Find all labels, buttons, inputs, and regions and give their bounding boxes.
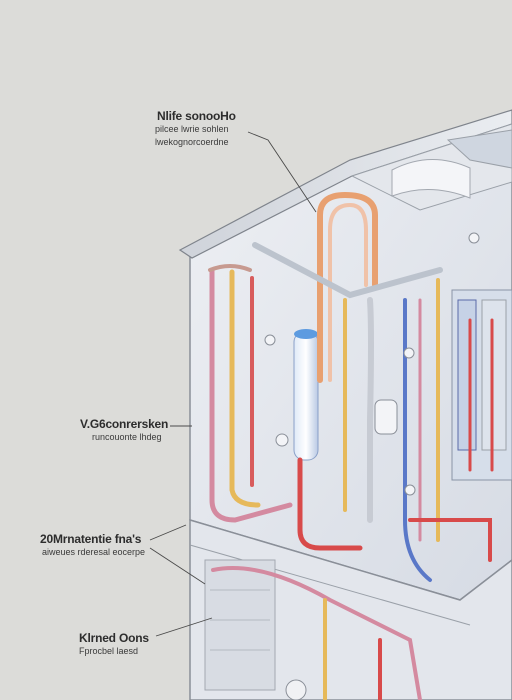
callout-middle: V.G6conrersken runcouonte lhdeg [80, 418, 168, 444]
callout-middle-line1: runcouonte lhdeg [92, 432, 162, 442]
callout-top: Nlife sonooHo pilcee lwrie sohlen lwekog… [155, 109, 236, 149]
refrigerant-pipes [208, 191, 494, 700]
callout-top-line1: pilcee lwrie sohlen [155, 124, 229, 134]
callout-lower-title: 20Mrnatentie fna's [40, 532, 142, 546]
upper-housing [178, 109, 512, 601]
valves [264, 232, 480, 496]
right-panel [451, 289, 512, 481]
callout-top-line2: lwekognorcoerdne [155, 137, 229, 147]
callout-bottom-line1: Fprocbel laesd [79, 646, 139, 656]
callout-middle-title: V.G6conrersken [80, 417, 169, 431]
callout-lower: 20Mrnatentie fna's aiweues rderesal eoce… [40, 533, 145, 559]
leader-lines [149, 131, 317, 637]
callout-bottom-title: Klrned Oons [79, 631, 149, 645]
callout-bottom: Klrned Oons Fprocbel laesd [79, 632, 149, 658]
tall-tank [293, 329, 319, 461]
callout-lower-line1: aiweues rderesal eocerpe [42, 547, 146, 557]
callout-top-title: Nlife sonooHo [157, 109, 236, 123]
